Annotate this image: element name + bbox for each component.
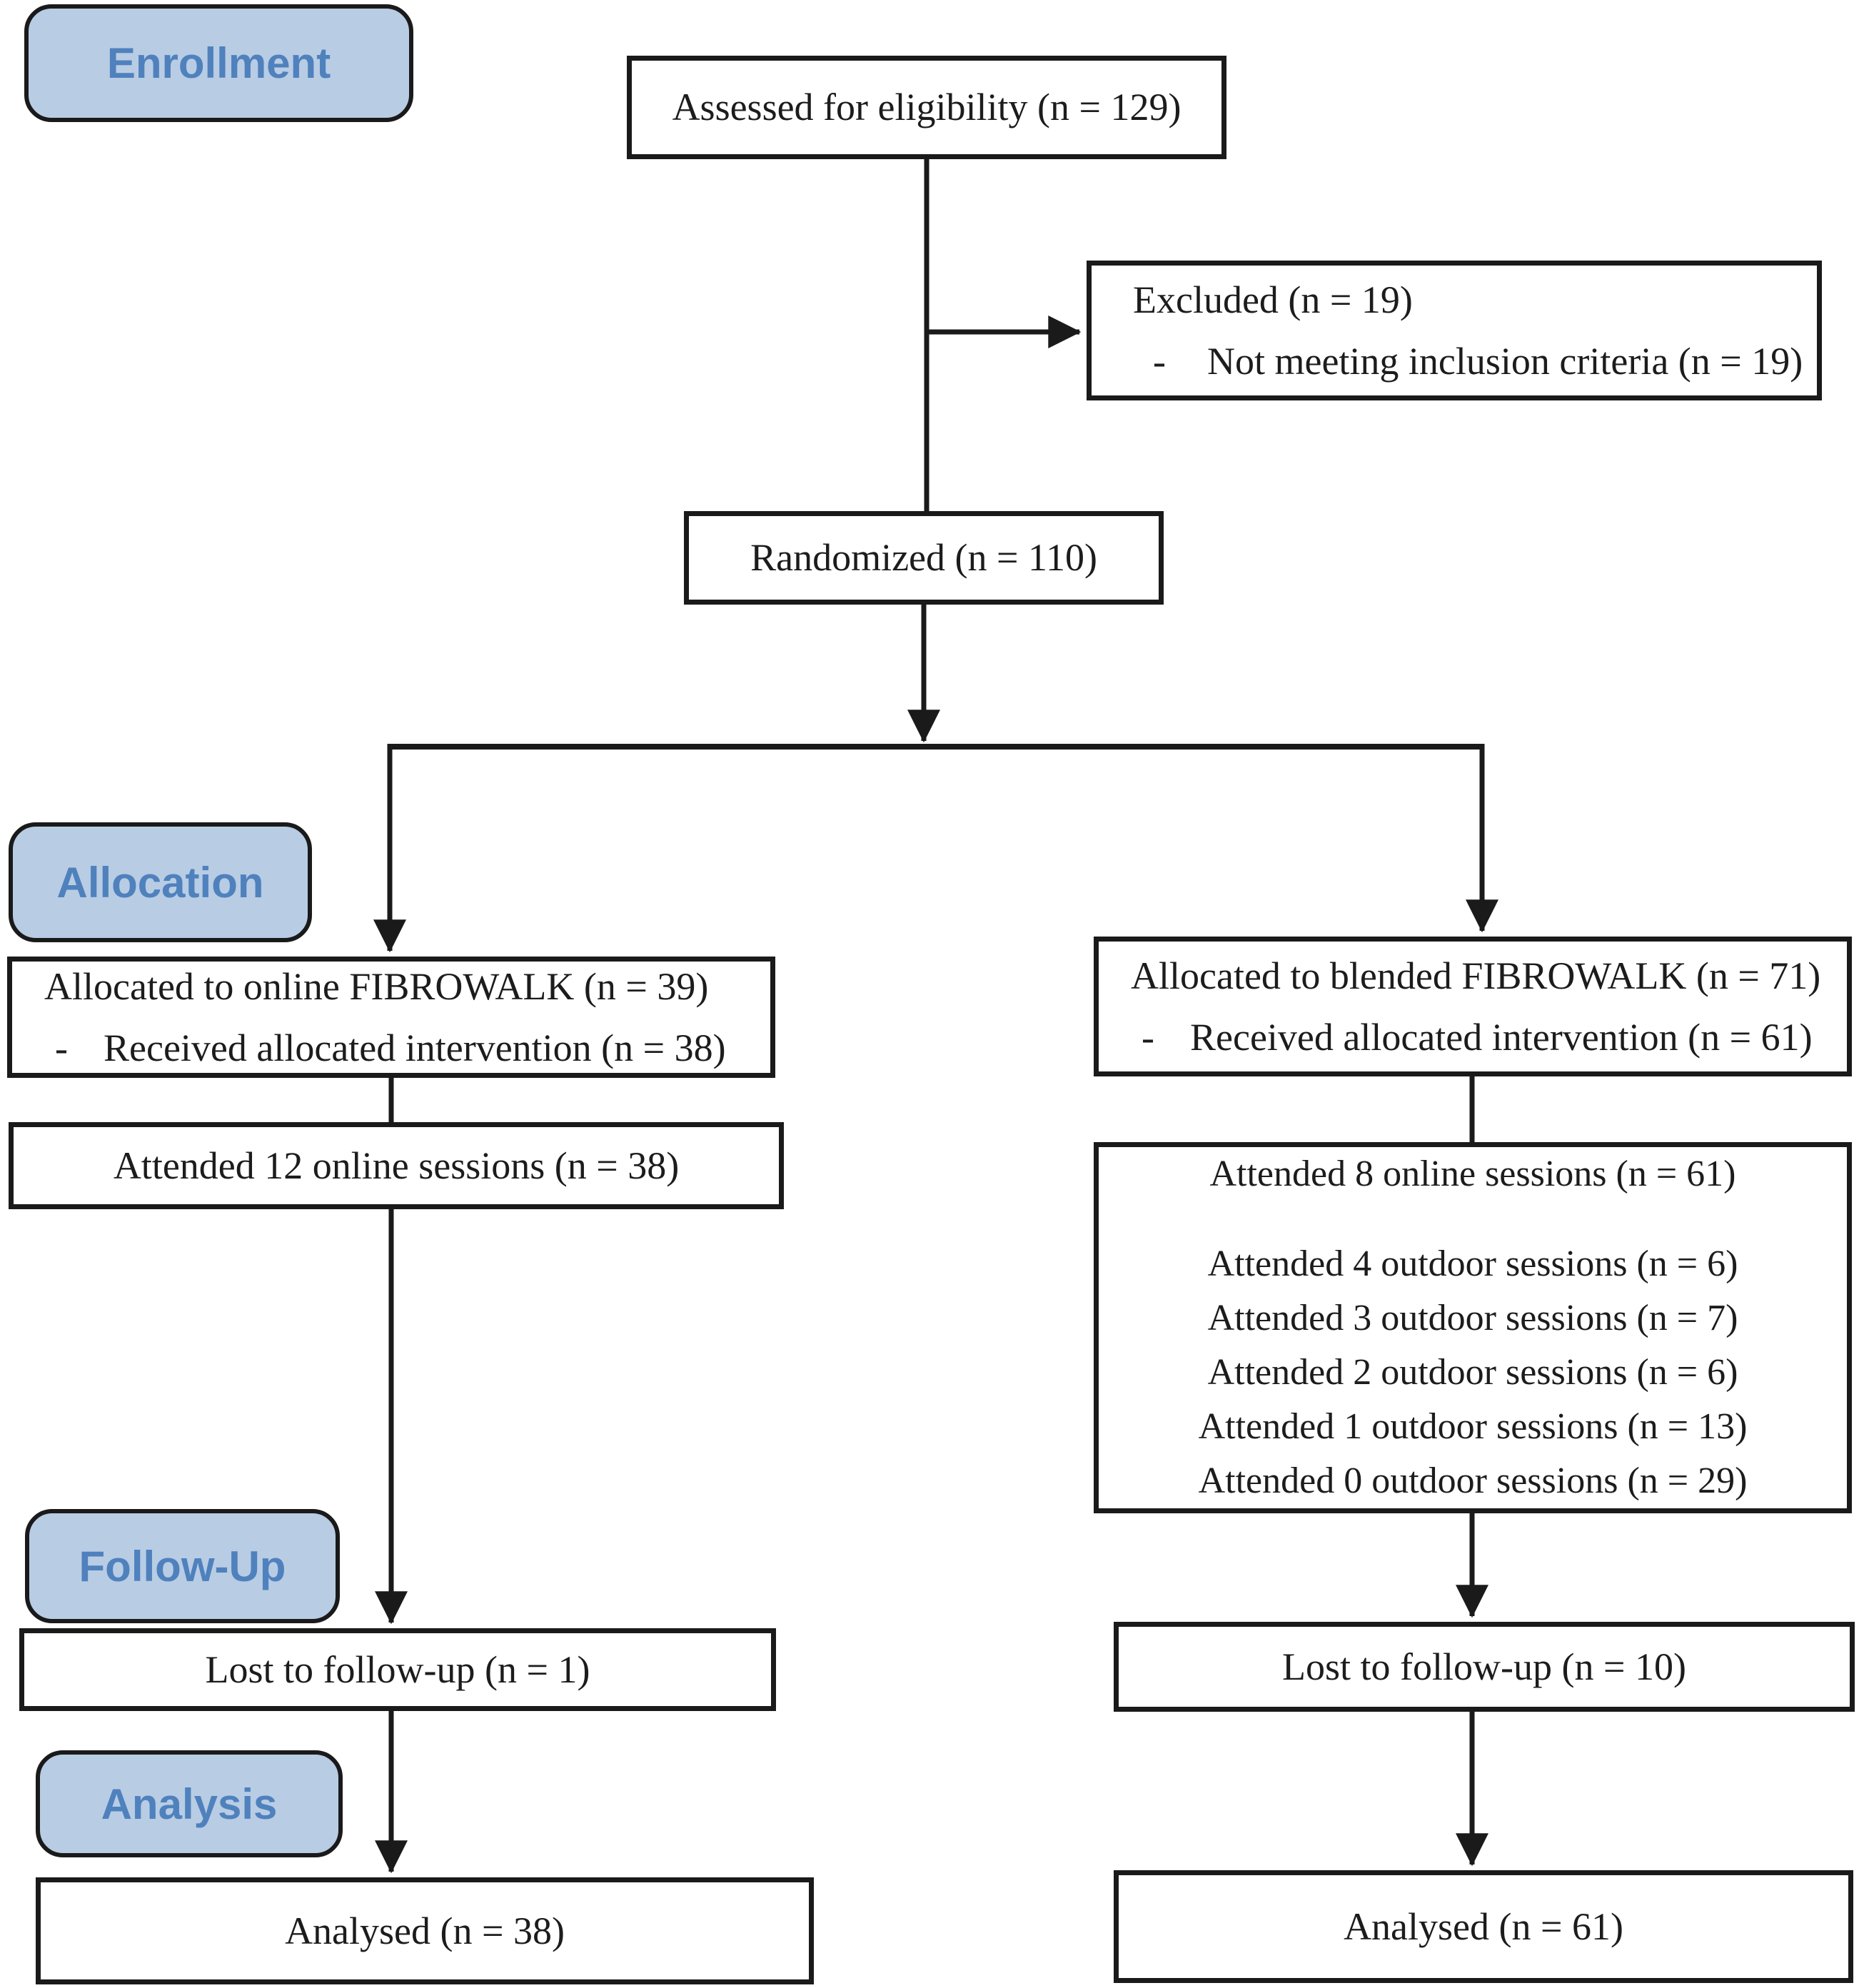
excluded-bullet-text: Not meeting inclusion criteria (n = 19) bbox=[1206, 340, 1803, 383]
allocation-online-bullet-text: Received allocated intervention (n = 38) bbox=[103, 1026, 726, 1069]
stage-label-enrollment: Enrollment bbox=[24, 4, 413, 122]
stage-label-allocation: Allocation bbox=[9, 822, 312, 942]
attended-outdoor-line: Attended 4 outdoor sessions (n = 6) bbox=[1207, 1243, 1738, 1284]
assessed-eligibility-box: Assessed for eligibility (n = 129) bbox=[627, 56, 1226, 159]
analysed-right-box: Analysed (n = 61) bbox=[1114, 1870, 1853, 1983]
allocation-online-title: Allocated to online FIBROWALK (n = 39) bbox=[44, 965, 709, 1008]
bullet-dash: - bbox=[1142, 1016, 1154, 1059]
randomized-box: Randomized (n = 110) bbox=[684, 511, 1164, 605]
lost-followup-left-box: Lost to follow-up (n = 1) bbox=[19, 1628, 776, 1711]
allocation-online-box: Allocated to online FIBROWALK (n = 39) -… bbox=[7, 957, 775, 1078]
attended-online-left-text: Attended 12 online sessions (n = 38) bbox=[113, 1144, 680, 1187]
assessed-eligibility-text: Assessed for eligibility (n = 129) bbox=[672, 86, 1182, 129]
attended-sessions-right-box: Attended 8 online sessions (n = 61) Atte… bbox=[1094, 1142, 1852, 1513]
analysed-left-box: Analysed (n = 38) bbox=[36, 1877, 814, 1984]
excluded-title: Excluded (n = 19) bbox=[1133, 278, 1413, 321]
attended-outdoor-line: Attended 1 outdoor sessions (n = 13) bbox=[1198, 1406, 1748, 1447]
bullet-dash: - bbox=[55, 1026, 68, 1069]
attended-online-left-box: Attended 12 online sessions (n = 38) bbox=[9, 1122, 784, 1209]
analysed-left-text: Analysed (n = 38) bbox=[285, 1909, 565, 1952]
lost-followup-left-text: Lost to follow-up (n = 1) bbox=[205, 1648, 590, 1691]
bullet-dash: - bbox=[1153, 340, 1166, 383]
randomized-text: Randomized (n = 110) bbox=[750, 536, 1097, 580]
analysed-right-text: Analysed (n = 61) bbox=[1344, 1904, 1623, 1948]
allocation-online-bullet-line: -Received allocated intervention (n = 38… bbox=[44, 1017, 770, 1079]
allocation-blended-bullet-line: -Received allocated intervention (n = 61… bbox=[1131, 1006, 1847, 1068]
allocation-blended-bullet-text: Received allocated intervention (n = 61) bbox=[1189, 1016, 1813, 1059]
excluded-bullet-line: -Not meeting inclusion criteria (n = 19) bbox=[1133, 331, 1817, 392]
excluded-box: Excluded (n = 19) -Not meeting inclusion… bbox=[1087, 261, 1822, 400]
stage-label-followup: Follow-Up bbox=[25, 1509, 340, 1623]
attended-outdoor-line: Attended 2 outdoor sessions (n = 6) bbox=[1207, 1352, 1738, 1393]
lost-followup-right-box: Lost to follow-up (n = 10) bbox=[1114, 1622, 1855, 1712]
stage-label-analysis: Analysis bbox=[36, 1750, 343, 1857]
lost-followup-right-text: Lost to follow-up (n = 10) bbox=[1282, 1645, 1686, 1688]
attended-online-right-text: Attended 8 online sessions (n = 61) bbox=[1209, 1154, 1736, 1194]
allocation-blended-title: Allocated to blended FIBROWALK (n = 71) bbox=[1131, 954, 1821, 997]
blank-line bbox=[1099, 1201, 1847, 1237]
allocation-blended-box: Allocated to blended FIBROWALK (n = 71) … bbox=[1094, 937, 1852, 1076]
attended-outdoor-line: Attended 0 outdoor sessions (n = 29) bbox=[1198, 1460, 1748, 1501]
attended-outdoor-line: Attended 3 outdoor sessions (n = 7) bbox=[1207, 1298, 1738, 1338]
